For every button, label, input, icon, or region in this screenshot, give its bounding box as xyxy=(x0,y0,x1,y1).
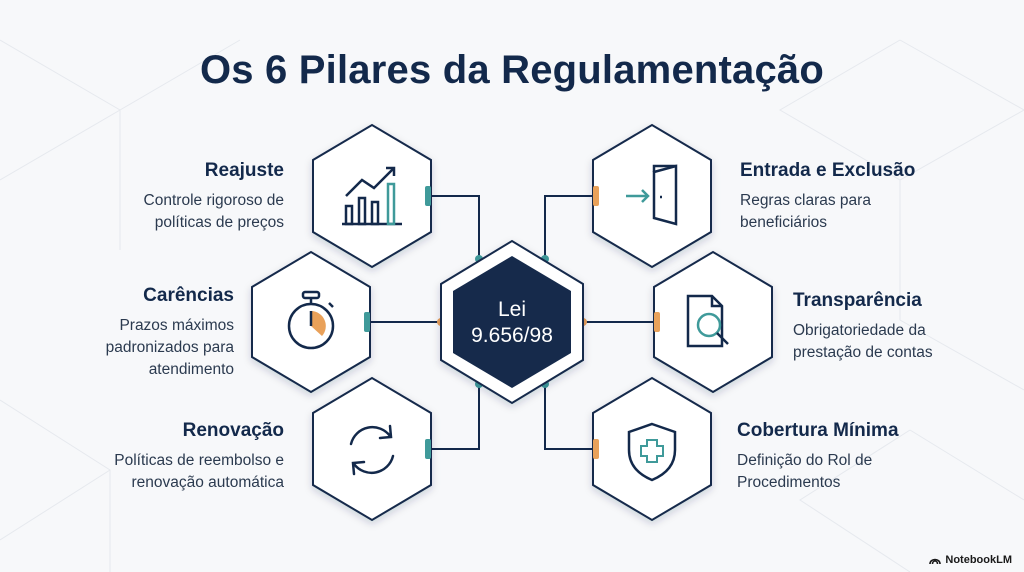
hexagon-cobertura xyxy=(592,376,712,522)
pillar-carencias: Carências Prazos máximos padronizados pa… xyxy=(34,285,234,381)
connector-lines xyxy=(370,195,654,450)
center-label-line1: Lei xyxy=(498,298,526,321)
pillar-title: Cobertura Mínima xyxy=(737,420,899,441)
connector-cobertura xyxy=(544,384,596,450)
hexagon-reajuste xyxy=(312,123,432,269)
center-hexagon xyxy=(440,239,584,405)
pillar-title: Transparência xyxy=(793,290,922,311)
pillar-description: Obrigatoriedade da prestação de contas xyxy=(793,322,933,361)
pillar-description: Regras claras para beneficiários xyxy=(740,192,871,231)
center-label-line2: 9.656/98 xyxy=(471,324,553,347)
pillar-title: Renovação xyxy=(182,420,284,441)
pillar-reajuste: Reajuste Controle rigoroso de políticas … xyxy=(84,160,284,234)
door-enter-icon xyxy=(626,164,678,226)
connector-entrada xyxy=(544,195,596,259)
hexagon-transparencia xyxy=(653,250,773,394)
pillar-title: Reajuste xyxy=(204,160,284,181)
bar-chart-trend-icon xyxy=(342,166,402,226)
pillar-entrada-exclusao: Entrada e Exclusão Regras claras para be… xyxy=(740,160,940,234)
page-title: Os 6 Pilares da Regulamentação xyxy=(199,48,825,92)
pillar-title: Entrada e Exclusão xyxy=(740,160,916,181)
hexagon-entrada xyxy=(592,123,712,269)
pillar-transparencia: Transparência Obrigatoriedade da prestaç… xyxy=(793,290,993,364)
notebooklm-logo-icon xyxy=(929,558,942,565)
pillar-description: Políticas de reembolso e renovação autom… xyxy=(114,452,284,491)
connector-reajuste xyxy=(428,195,480,259)
hexagon-renovacao xyxy=(312,376,432,522)
shield-cross-icon xyxy=(627,422,677,482)
pillar-description: Controle rigoroso de políticas de preços xyxy=(143,192,284,231)
notebooklm-watermark: NotebookLM xyxy=(929,554,1012,566)
stopwatch-icon xyxy=(287,290,335,350)
pillar-description: Prazos máximos padronizados para atendim… xyxy=(105,317,234,378)
watermark-label: NotebookLM xyxy=(945,554,1012,566)
pillar-description: Definição do Rol de Procedimentos xyxy=(737,452,873,491)
pillar-title: Carências xyxy=(143,285,234,306)
pillar-cobertura-minima: Cobertura Mínima Definição do Rol de Pro… xyxy=(737,420,937,494)
refresh-icon xyxy=(349,424,395,476)
pillar-renovacao: Renovação Políticas de reembolso e renov… xyxy=(84,420,284,494)
document-search-icon xyxy=(686,294,729,348)
connector-renovacao xyxy=(428,384,480,450)
